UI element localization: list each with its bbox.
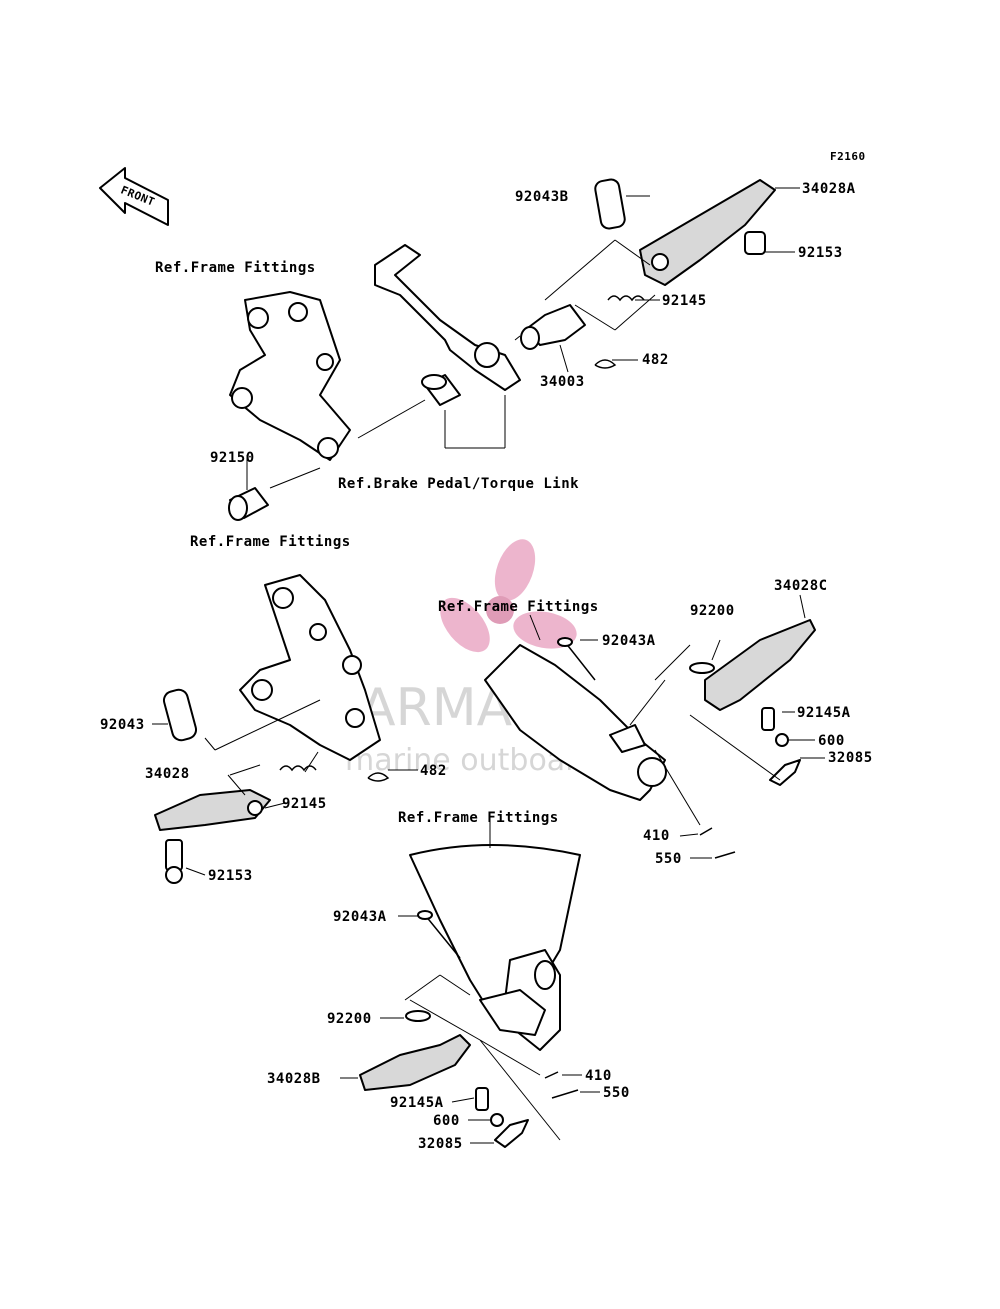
pin-92043B	[594, 178, 626, 230]
brake-pedal	[374, 244, 521, 391]
part-label-550-bottom: 550	[603, 1085, 630, 1101]
part-label-92145A-bottom: 92145A	[390, 1095, 444, 1111]
part-label-482-top: 482	[642, 352, 669, 368]
washer-92200-mid	[689, 662, 715, 674]
part-label-34003: 34003	[540, 374, 585, 390]
leader-lines-top	[246, 187, 800, 490]
part-label-32085-bottom: 32085	[418, 1136, 463, 1152]
ref-brake-pedal: Ref.Brake Pedal/Torque Link	[338, 476, 579, 492]
part-label-34028C: 34028C	[774, 578, 828, 594]
part-label-92153-lower: 92153	[208, 868, 253, 884]
spring-92145A-bottom	[475, 1087, 489, 1111]
ball-600-bottom	[490, 1113, 504, 1127]
footpeg-34028B	[359, 1034, 471, 1091]
ref-frame-fittings-top: Ref.Frame Fittings	[155, 260, 316, 276]
part-label-550-mid: 550	[655, 851, 682, 867]
part-label-600-bottom: 600	[433, 1113, 460, 1129]
front-arrow-icon: FRONT	[99, 167, 169, 226]
part-label-34028: 34028	[145, 766, 190, 782]
spring-92145-top	[607, 295, 645, 302]
washer-92200-bottom	[405, 1010, 431, 1022]
part-label-34028B: 34028B	[267, 1071, 321, 1087]
clip-482-mid	[367, 772, 390, 782]
detent-32085-bottom	[494, 1119, 529, 1148]
middle-right-bracket	[484, 644, 667, 801]
part-label-92153-top: 92153	[798, 245, 843, 261]
pin-410-bottom	[544, 1071, 559, 1079]
bolt-92153-lower	[165, 839, 183, 884]
cotter-550-mid	[714, 851, 736, 859]
part-label-92150: 92150	[210, 450, 255, 466]
footpeg-34028	[154, 789, 271, 831]
pin-92043A-bottom	[417, 910, 461, 959]
part-label-92043B: 92043B	[515, 189, 569, 205]
bottom-frame	[409, 844, 581, 1051]
part-label-92145-mid: 92145	[282, 796, 327, 812]
middle-left-bracket	[239, 574, 381, 761]
pin-92043	[162, 688, 198, 742]
bushing	[421, 374, 461, 406]
bolt-92153-top	[744, 231, 766, 255]
part-label-482-mid: 482	[420, 763, 447, 779]
footpeg-34028C	[704, 619, 816, 711]
detent-32085-mid	[769, 759, 801, 786]
pin-92043A-mid	[557, 637, 596, 681]
part-label-92200-bottom: 92200	[327, 1011, 372, 1027]
part-label-410-mid: 410	[643, 828, 670, 844]
part-label-92043: 92043	[100, 717, 145, 733]
ball-600-mid	[775, 733, 789, 747]
leader-lines-bottom	[340, 822, 600, 1144]
part-label-92200-mid: 92200	[690, 603, 735, 619]
pivot-pin	[520, 304, 586, 350]
spring-92145-mid	[279, 765, 317, 772]
clip-482-top	[594, 359, 617, 369]
ref-frame-fittings-mid-left: Ref.Frame Fittings	[190, 534, 351, 550]
ref-frame-fittings-bottom: Ref.Frame Fittings	[398, 810, 559, 826]
part-label-92043A-mid: 92043A	[602, 633, 656, 649]
diagram-id: F2160	[830, 150, 866, 163]
part-label-92145-top: 92145	[662, 293, 707, 309]
part-label-92043A-bottom: 92043A	[333, 909, 387, 925]
part-label-600-mid: 600	[818, 733, 845, 749]
part-label-32085-mid: 32085	[828, 750, 873, 766]
leader-lines-mid-right	[529, 594, 825, 859]
bolt-92150	[228, 487, 269, 521]
cotter-550-bottom	[551, 1089, 579, 1099]
leader-lines-mid-left	[152, 699, 418, 876]
footpeg-34028A	[639, 179, 776, 286]
spring-92145A-mid	[761, 707, 775, 731]
pin-410-mid	[699, 827, 713, 836]
part-label-34028A: 34028A	[802, 181, 856, 197]
upper-bracket	[229, 291, 351, 461]
part-label-92145A-mid: 92145A	[797, 705, 851, 721]
part-label-410-bottom: 410	[585, 1068, 612, 1084]
ref-frame-fittings-mid-right: Ref.Frame Fittings	[438, 599, 599, 615]
